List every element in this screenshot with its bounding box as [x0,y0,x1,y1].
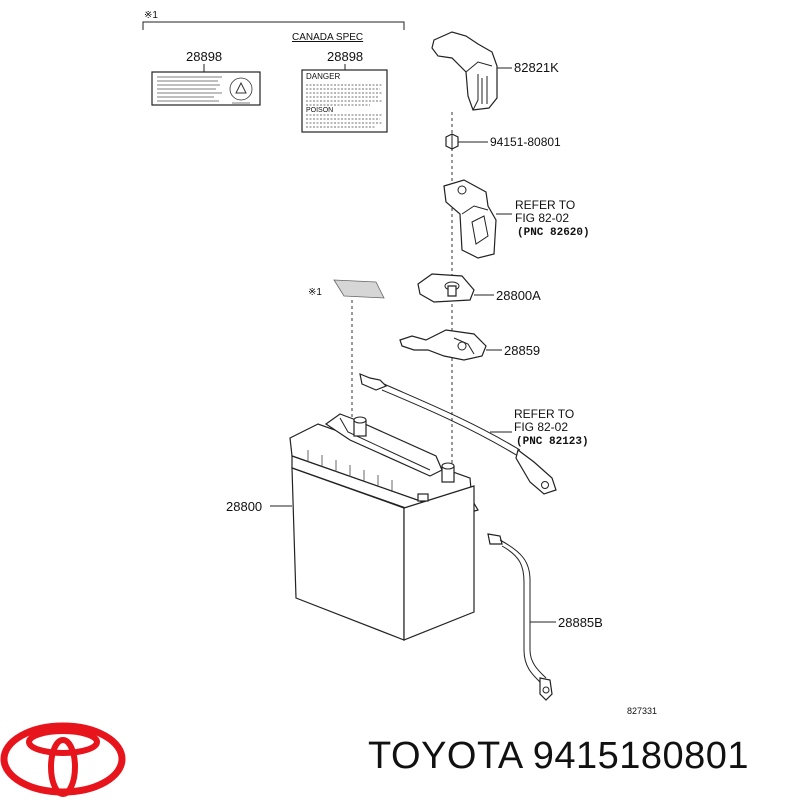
canada-spec-label: CANADA SPEC [292,32,363,43]
refer2-line2: FIG 82-02 [514,420,568,434]
danger-label-title: DANGER [306,72,340,81]
callout-terminal-clamp: 28859 [504,343,540,358]
sheet-marker: ※1 [308,279,385,470]
illustration-number: 827331 [627,706,657,716]
callout-clamp: 28800A [496,288,541,303]
danger-label: 28898 DANGER POISON [301,49,388,133]
recycle-label: 28898 [151,49,261,106]
part-number: 9415180801 [532,735,750,777]
negative-cable: REFER TO FIG 82-02 (PNC 82123) [359,373,589,495]
refer2-line3: (PNC 82123) [516,436,589,448]
battery-clamp: 28800A [417,273,541,303]
refer2-line1: REFER TO [514,407,574,421]
positive-terminal-bracket: REFER TO FIG 82-02 (PNC 82620) [443,179,590,259]
brand-part-number-caption: TOYOTA 9415180801 [368,735,749,778]
group-bracket: ※1 CANADA SPEC [142,10,405,43]
terminal-cover: 82821K [431,31,559,111]
poison-label-title: POISON [306,107,333,114]
danger-label-part-number: 28898 [327,49,363,64]
callout-sheet-mark: ※1 [308,287,322,298]
refer1-line2: FIG 82-02 [515,211,569,225]
callout-cable: 28885B [558,615,603,630]
callout-nut: 94151-80801 [490,135,561,149]
brand-name: TOYOTA [368,735,522,777]
sensor-cable: 28885B [487,533,603,701]
refer1-line1: REFER TO [515,198,575,212]
battery: 28800 [226,413,479,641]
toyota-logo-icon [0,722,126,797]
nut: 94151-80801 [445,133,561,150]
recycle-icon [229,77,253,104]
refer1-line3: (PNC 82620) [517,227,590,239]
callout-terminal-cover: 82821K [514,60,559,75]
callout-battery: 28800 [226,499,262,514]
terminal-clamp: 28859 [399,329,540,361]
recycle-label-part-number: 28898 [186,49,222,64]
group-note: ※1 [144,10,158,21]
